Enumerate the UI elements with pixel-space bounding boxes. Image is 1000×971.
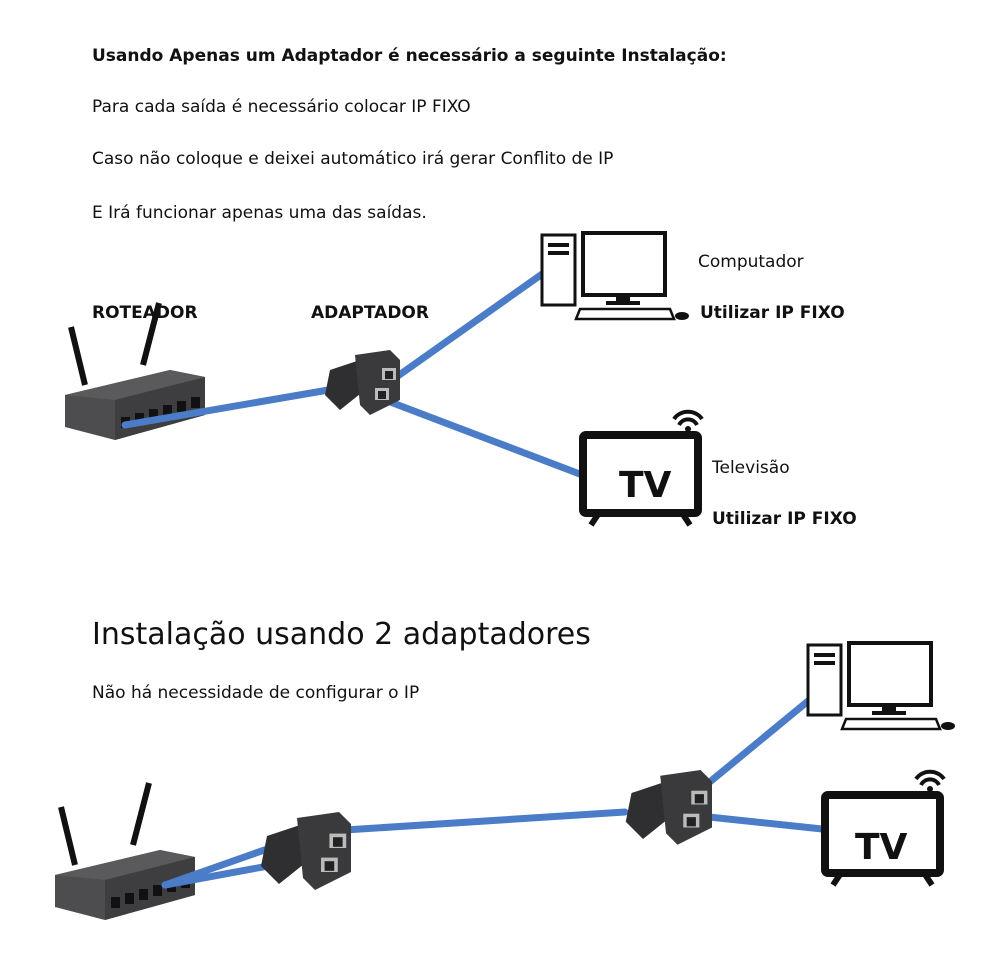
router-icon — [65, 303, 205, 440]
tv-note: Utilizar IP FIXO — [712, 509, 857, 529]
computer-icon-2 — [806, 641, 957, 732]
cable-adapter-tv — [381, 396, 589, 480]
cable-router-adapter — [121, 384, 344, 429]
tv-label: Televisão — [711, 458, 790, 478]
tv-screen-text-2: TV — [855, 827, 908, 868]
adapter-icon-3 — [625, 770, 712, 845]
cable-adapter-computer — [391, 268, 549, 382]
computer-icon — [540, 231, 691, 322]
adapter-label: ADAPTADOR — [311, 303, 429, 323]
section2-title: Instalação usando 2 adaptadores — [92, 617, 591, 652]
router-icon-2 — [55, 783, 195, 920]
router-label: ROTEADOR — [92, 303, 198, 323]
adapter-icon-2 — [261, 812, 351, 890]
section1-title: Usando Apenas um Adaptador é necessário … — [92, 46, 727, 66]
tv-screen-text: TV — [619, 465, 672, 506]
info-line-3: E Irá funcionar apenas uma das saídas. — [92, 203, 427, 223]
info-line-2: Caso não coloque e deixei automático irá… — [92, 149, 613, 169]
section2-subtitle: Não há necessidade de configurar o IP — [92, 683, 419, 703]
computer-note: Utilizar IP FIXO — [700, 303, 845, 323]
cable-adapter-adapter — [341, 808, 629, 834]
tv-icon-2: TV — [825, 772, 944, 885]
info-line-1: Para cada saída é necessário colocar IP … — [92, 97, 471, 117]
computer-label: Computador — [698, 252, 804, 272]
adapter-icon — [325, 350, 400, 415]
tv-icon: TV — [583, 412, 702, 525]
